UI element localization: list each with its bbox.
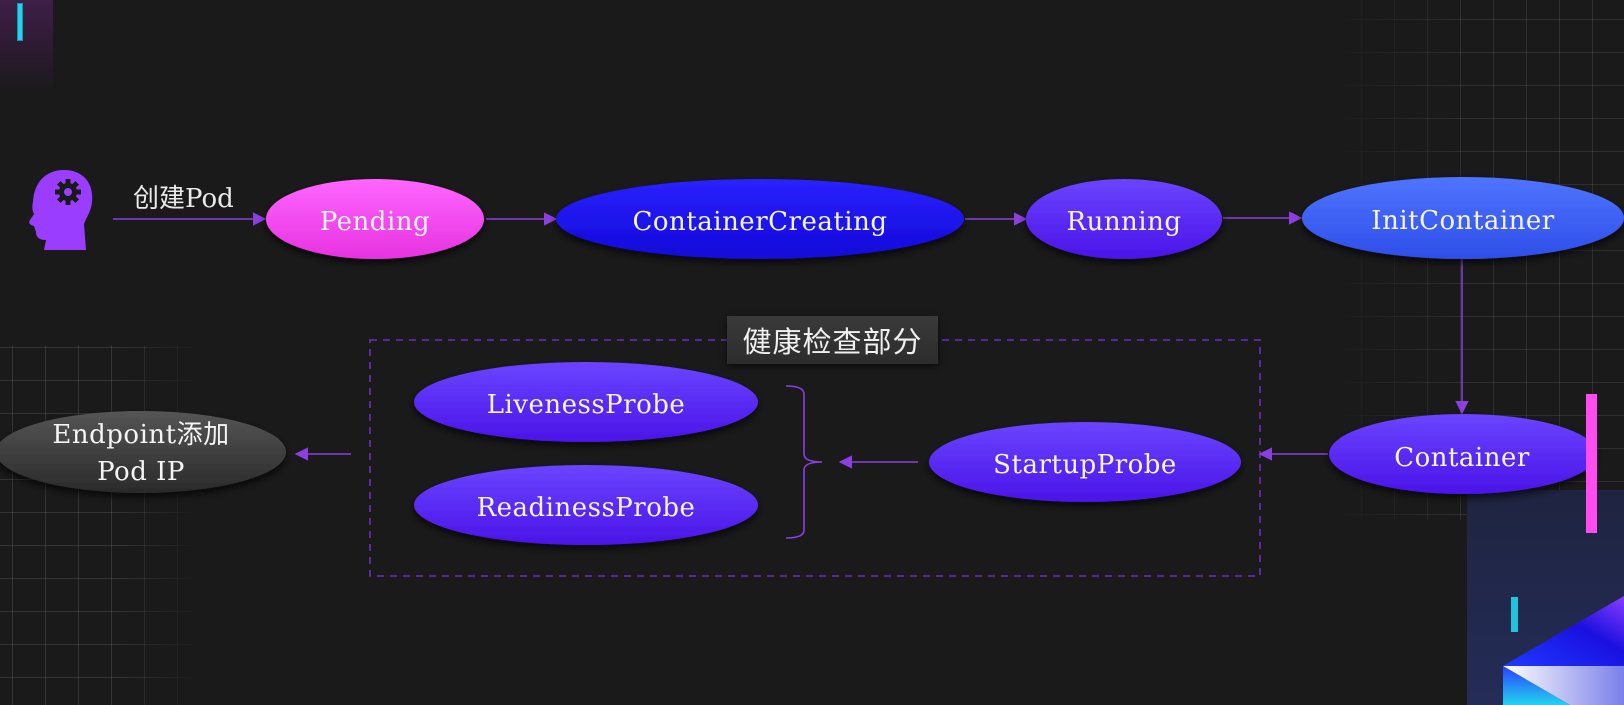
node-endpoint xyxy=(0,411,286,493)
accent-bar-top-left xyxy=(17,3,23,41)
node-init-container xyxy=(1302,177,1624,259)
readiness-probe-label: ReadinessProbe xyxy=(476,493,696,523)
user-head-gear-icon xyxy=(29,170,93,250)
endpoint-label: Endpoint添加Pod IP xyxy=(52,420,230,487)
accent-bar-bottom-right xyxy=(1511,597,1518,632)
node-container xyxy=(1329,414,1597,494)
node-running xyxy=(1026,179,1222,259)
corner-decoration-top-left xyxy=(0,0,53,92)
liveness-probe-label: LivenessProbe xyxy=(486,390,686,420)
node-pending xyxy=(266,179,484,259)
container-label: Container xyxy=(1394,443,1530,473)
create-pod-label: 创建Pod xyxy=(133,184,234,214)
startup-probe-label: StartupProbe xyxy=(993,450,1177,480)
pending-label: Pending xyxy=(319,207,431,237)
node-liveness-probe xyxy=(414,362,758,442)
health-check-group-title: 健康检查部分 xyxy=(727,316,938,364)
node-readiness-probe xyxy=(414,465,758,545)
node-startup-probe xyxy=(929,422,1241,502)
background-grid-bottom-left xyxy=(0,345,200,705)
init-container-label: InitContainer xyxy=(1371,206,1555,236)
accent-bar-magenta xyxy=(1586,394,1597,533)
probes-brace xyxy=(785,385,823,539)
running-label: Running xyxy=(1066,207,1182,237)
prism-decoration xyxy=(1503,596,1624,705)
node-container-creating xyxy=(556,179,964,259)
container-creating-label: ContainerCreating xyxy=(632,207,888,237)
